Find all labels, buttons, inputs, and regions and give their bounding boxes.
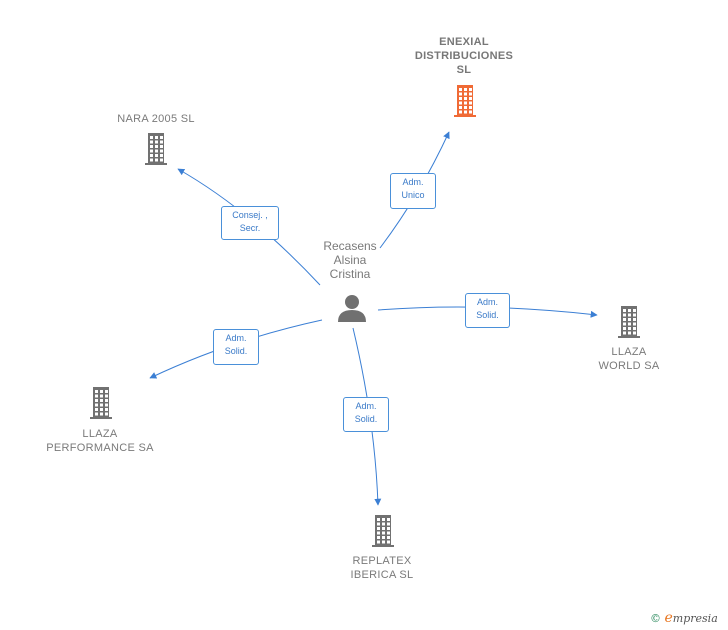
- building-icon[interactable]: [372, 515, 394, 547]
- building-icon[interactable]: [454, 85, 476, 117]
- brand-initial: e: [664, 610, 673, 626]
- relation-label-replatex: Adm. Solid.: [343, 397, 389, 432]
- relation-label-enexial: Adm. Unico: [390, 173, 436, 209]
- company-label-llaza-performance[interactable]: LLAZA PERFORMANCE SA: [46, 428, 154, 454]
- company-label-enexial[interactable]: ENEXIAL DISTRIBUCIONES SL: [414, 36, 514, 76]
- person-icon[interactable]: [338, 295, 366, 322]
- copyright-symbol: ©: [650, 612, 661, 625]
- building-icon[interactable]: [618, 306, 640, 338]
- relation-label-nara: Consej. , Secr.: [221, 206, 279, 240]
- company-label-llaza-world[interactable]: LLAZA WORLD SA: [598, 346, 660, 372]
- copyright-mark: © empresia: [650, 610, 718, 626]
- relation-label-llaza-world: Adm. Solid.: [465, 293, 510, 328]
- building-icon[interactable]: [145, 133, 167, 165]
- person-label[interactable]: Recasens Alsina Cristina: [323, 239, 377, 281]
- company-label-nara[interactable]: NARA 2005 SL: [117, 113, 195, 125]
- company-label-replatex[interactable]: REPLATEX IBERICA SL: [350, 555, 414, 581]
- building-icon[interactable]: [90, 387, 112, 419]
- brand-name: mpresia: [672, 612, 718, 625]
- relation-label-llaza-performance: Adm. Solid.: [213, 329, 259, 365]
